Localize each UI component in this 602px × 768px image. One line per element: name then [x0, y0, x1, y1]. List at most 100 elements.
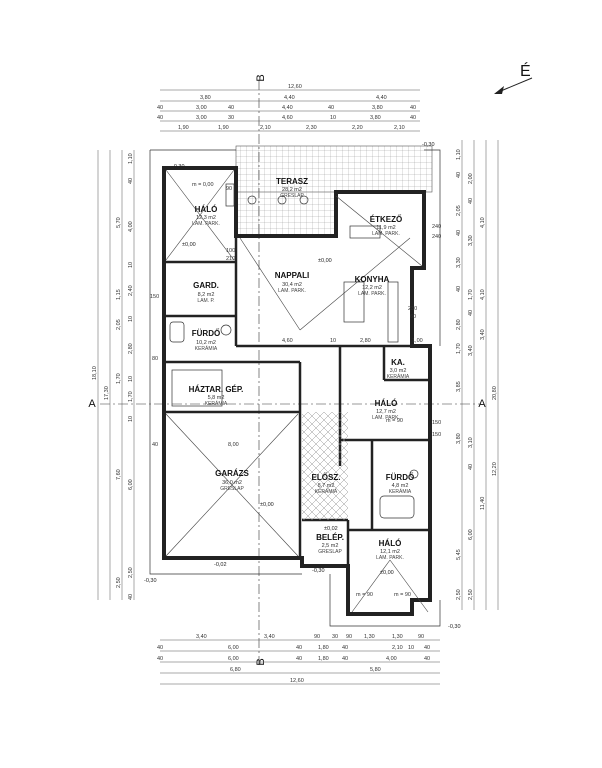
- svg-text:GRESLAP: GRESLAP: [220, 486, 244, 492]
- right-dim: 4,10: [480, 217, 486, 228]
- top-dim: 10: [330, 115, 336, 121]
- room-bathroom-2: FÜRDŐ 4,8 m2 KERÁMIA: [386, 473, 414, 495]
- svg-text:m = 90: m = 90: [386, 418, 403, 424]
- room-entrance: BELÉP. 2,5 m2 GRESLAP: [316, 533, 344, 555]
- left-dim: 6,00: [128, 479, 134, 490]
- level-label: -0,30: [312, 568, 325, 574]
- right-dim: 40: [468, 198, 474, 204]
- svg-text:90: 90: [226, 186, 232, 192]
- left-dim: 10: [128, 416, 134, 422]
- svg-text:60: 60: [410, 314, 416, 320]
- left-dim: 1,70: [128, 391, 134, 402]
- svg-text:2,5 m2: 2,5 m2: [322, 543, 339, 549]
- room-bedroom-1: HÁLÓ 12,3 m2 LAM. PARK.: [192, 205, 220, 227]
- right-dim: 1,70: [468, 289, 474, 300]
- svg-text:FÜRDŐ: FÜRDŐ: [192, 329, 220, 338]
- left-dim: 10: [128, 262, 134, 268]
- right-dim: 2,50: [456, 589, 462, 600]
- svg-text:GRESLAP: GRESLAP: [318, 549, 342, 555]
- bottom-dim: 90: [418, 634, 424, 640]
- top-dim: 3,80: [370, 115, 381, 121]
- svg-text:12,1 m2: 12,1 m2: [380, 549, 400, 555]
- svg-text:NAPPALI: NAPPALI: [275, 271, 310, 280]
- right-dim: 3,40: [480, 329, 486, 340]
- svg-text:FÜRDŐ: FÜRDŐ: [386, 473, 414, 482]
- top-dim: 30: [228, 115, 234, 121]
- left-dim: 10: [128, 316, 134, 322]
- inner-dimensions: m = 0,00 m = 90 m = 90 m = 90 90 210 100…: [150, 182, 441, 598]
- bottom-dim: 40: [342, 656, 348, 662]
- right-dim: 3,10: [468, 437, 474, 448]
- svg-text:150: 150: [432, 432, 441, 438]
- right-dim: 2,00: [468, 173, 474, 184]
- bottom-dim: 40: [296, 645, 302, 651]
- svg-text:ELŐSZ.: ELŐSZ.: [312, 473, 341, 482]
- bottom-dim: 40: [342, 645, 348, 651]
- svg-text:TERASZ: TERASZ: [276, 177, 308, 186]
- room-hallway: ELŐSZ. 8,7 m2 KERÁMIA: [312, 473, 341, 495]
- north-arrow: É: [494, 61, 533, 94]
- right-dim: 2,05: [456, 205, 462, 216]
- left-dim: 1,70: [116, 373, 122, 384]
- bottom-dim: 5,80: [370, 667, 381, 673]
- left-dim: 10: [128, 376, 134, 382]
- top-dim: 12,60: [288, 84, 302, 90]
- right-dim: 4,10: [480, 289, 486, 300]
- right-dimensions: 1,10 40 2,05 40 3,30 40 2,80 1,70 3,85 3…: [456, 140, 499, 610]
- top-dim: 40: [410, 105, 416, 111]
- level-label: ±0,00: [182, 242, 196, 248]
- level-label: -0,30: [422, 142, 435, 148]
- bottom-dim: 90: [314, 634, 320, 640]
- top-dim: 40: [228, 105, 234, 111]
- room-bathroom-1: FÜRDŐ 10,2 m2 KERÁMIA: [192, 329, 220, 352]
- top-dim: 40: [328, 105, 334, 111]
- room-terrace: TERASZ 28,2 m2 GRESLAP: [276, 177, 308, 199]
- bottom-dim: 12,60: [290, 678, 304, 684]
- room-kitchen: KONYHA 12,2 m2 LAM. PARK.: [355, 275, 390, 297]
- svg-text:8,00: 8,00: [228, 442, 239, 448]
- left-dim: 1,10: [128, 153, 134, 164]
- top-dimensions: 12,60 3,80 4,40 4,40 40 3,00 40 4,40 40 …: [157, 84, 420, 132]
- right-dim: 3,30: [468, 235, 474, 246]
- svg-text:BELÉP.: BELÉP.: [316, 533, 344, 542]
- svg-text:80: 80: [152, 356, 158, 362]
- room-bedroom-2: HÁLÓ 12,7 m2 LAM. PARK.: [372, 399, 400, 421]
- top-dim: 3,80: [372, 105, 383, 111]
- north-label: É: [520, 61, 531, 80]
- top-dim: 1,90: [218, 125, 229, 131]
- svg-text:KERÁMIA: KERÁMIA: [389, 488, 412, 495]
- svg-text:4,60: 4,60: [282, 338, 293, 344]
- bottom-dim: 30: [332, 634, 338, 640]
- right-dim: 2,80: [456, 319, 462, 330]
- svg-text:KERÁMIA: KERÁMIA: [387, 373, 410, 380]
- svg-text:5,8 m2: 5,8 m2: [208, 395, 225, 401]
- svg-text:240: 240: [432, 224, 441, 230]
- level-label: ±0,00: [318, 258, 332, 264]
- top-dim: 40: [410, 115, 416, 121]
- bottom-dim: 6,80: [230, 667, 241, 673]
- bottom-dimensions: 3,40 3,40 90 30 90 1,30 1,30 90 40 6,00 …: [157, 634, 440, 685]
- bottom-dim: 1,80: [318, 656, 329, 662]
- svg-text:m = 90: m = 90: [356, 592, 373, 598]
- top-dim: 3,00: [196, 105, 207, 111]
- svg-text:100: 100: [226, 248, 235, 254]
- right-dim: 2,50: [468, 589, 474, 600]
- top-dim: 4,40: [284, 95, 295, 101]
- right-dim: 1,10: [456, 149, 462, 160]
- svg-text:GRESLAP: GRESLAP: [280, 193, 304, 199]
- bottom-dim: 40: [157, 656, 163, 662]
- right-dim: 12,20: [492, 462, 498, 476]
- left-dim: 1,15: [116, 289, 122, 300]
- bottom-dim: 2,10: [392, 645, 403, 651]
- top-dim: 2,10: [260, 125, 271, 131]
- bottom-dim: 4,00: [386, 656, 397, 662]
- bottom-dim: 1,30: [392, 634, 403, 640]
- bottom-dim: 6,00: [228, 656, 239, 662]
- section-a-right: A: [478, 398, 486, 410]
- svg-text:KERÁMIA: KERÁMIA: [195, 345, 218, 352]
- left-dim: 2,80: [128, 343, 134, 354]
- svg-text:HÁZTAR. GÉP.: HÁZTAR. GÉP.: [189, 385, 244, 394]
- section-a-left: A: [88, 398, 96, 410]
- bottom-dim: 6,00: [228, 645, 239, 651]
